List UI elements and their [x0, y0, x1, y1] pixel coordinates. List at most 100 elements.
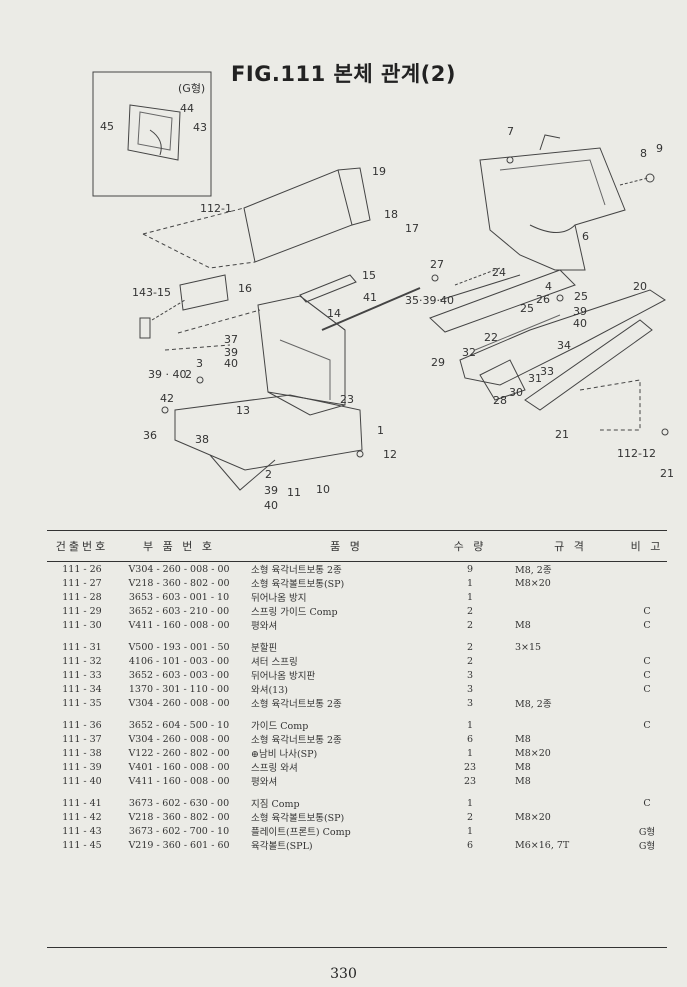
- page-number: 330: [330, 966, 357, 982]
- svg-text:18: 18: [384, 208, 398, 221]
- specification: M8: [515, 733, 531, 745]
- part-number-index: 111 - 42: [62, 811, 102, 823]
- svg-text:39: 39: [264, 484, 278, 497]
- remark: [627, 746, 667, 760]
- quantity: 1: [466, 747, 474, 759]
- svg-text:17: 17: [405, 222, 419, 235]
- col-header-note: 비 고: [627, 530, 667, 562]
- remark: [627, 696, 667, 710]
- col-header-name: 품 명: [241, 530, 443, 562]
- col-header-no: 건출번호: [47, 530, 117, 562]
- svg-text:34: 34: [557, 339, 571, 352]
- svg-text:39: 39: [573, 305, 587, 318]
- part-number-index: 111 - 41: [62, 797, 102, 809]
- specification: [497, 668, 627, 682]
- part-code: 3653 - 603 - 001 - 10: [128, 591, 230, 603]
- svg-text:25: 25: [574, 290, 588, 303]
- remark: [627, 576, 667, 590]
- svg-text:21: 21: [660, 467, 674, 480]
- quantity: 2: [466, 655, 474, 667]
- part-code: V304 - 260 - 008 - 00: [128, 733, 230, 745]
- remark: [627, 590, 667, 604]
- specification: M8: [515, 761, 531, 773]
- part-name: 뒤어나옴 방지판: [251, 671, 316, 682]
- part-number-index: 111 - 27: [62, 577, 102, 589]
- quantity: 1: [466, 825, 474, 837]
- remark: [627, 562, 667, 577]
- part-number-index: 111 - 35: [62, 697, 102, 709]
- part-code: V401 - 160 - 008 - 00: [128, 761, 230, 773]
- quantity: 1: [466, 591, 474, 603]
- svg-text:26: 26: [536, 293, 550, 306]
- specification: [497, 654, 627, 668]
- part-number-index: 111 - 39: [62, 761, 102, 773]
- quantity: 2: [466, 619, 474, 631]
- svg-text:12: 12: [383, 448, 397, 461]
- quantity: 2: [466, 811, 474, 823]
- col-header-qty: 수 량: [443, 530, 497, 562]
- quantity: 1: [466, 797, 474, 809]
- part-name: ⊕남비 나사(SP): [251, 749, 318, 760]
- svg-text:38: 38: [195, 433, 209, 446]
- remark: C: [643, 619, 651, 631]
- svg-text:35·39·40: 35·39·40: [405, 294, 454, 307]
- svg-text:36: 36: [143, 429, 157, 442]
- part-code: V304 - 260 - 008 - 00: [128, 697, 230, 709]
- part-name: 평와셔: [251, 621, 278, 632]
- part-name: 소형 육각볼트보통(SP): [251, 813, 345, 824]
- part-name: 소형 육각너트보통 2종: [251, 699, 342, 710]
- svg-text:29: 29: [431, 356, 445, 369]
- remark: G형: [638, 827, 656, 838]
- specification: [497, 604, 627, 618]
- remark: [627, 810, 667, 824]
- quantity: 3: [466, 697, 474, 709]
- part-code: 3652 - 603 - 003 - 00: [128, 669, 230, 681]
- svg-text:112-1: 112-1: [200, 202, 232, 215]
- specification: M8, 2종: [515, 699, 552, 710]
- quantity: 1: [466, 577, 474, 589]
- svg-text:28: 28: [493, 394, 507, 407]
- specification: [497, 824, 627, 838]
- specification: [497, 682, 627, 696]
- remark: [627, 732, 667, 746]
- col-header-part-no: 부 품 번 호: [117, 530, 241, 562]
- svg-text:27: 27: [430, 258, 444, 271]
- svg-text:1: 1: [377, 424, 384, 437]
- quantity: 23: [463, 775, 477, 787]
- part-number-index: 111 - 33: [62, 669, 102, 681]
- specification: M8×20: [515, 811, 551, 823]
- table-header-row: 건출번호 부 품 번 호 품 명 수 량 규 격 비 고: [47, 530, 667, 562]
- part-code: V304 - 260 - 008 - 00: [128, 563, 230, 575]
- svg-text:43: 43: [193, 121, 207, 134]
- part-code: 3652 - 604 - 500 - 10: [128, 719, 230, 731]
- part-number-index: 111 - 40: [62, 775, 102, 787]
- svg-text:8: 8: [640, 147, 647, 160]
- part-code: V411 - 160 - 008 - 00: [128, 619, 230, 631]
- remark: [627, 640, 667, 654]
- part-code: 3673 - 602 - 630 - 00: [128, 797, 230, 809]
- group-spacer: [47, 710, 667, 718]
- part-name: 셔터 스프링: [251, 657, 298, 668]
- svg-text:45: 45: [100, 120, 114, 133]
- svg-text:31: 31: [528, 372, 542, 385]
- part-number-index: 111 - 43: [62, 825, 102, 837]
- remark: C: [643, 683, 651, 695]
- remark: C: [643, 669, 651, 681]
- remark: G형: [638, 841, 656, 852]
- svg-text:11: 11: [287, 486, 301, 499]
- svg-text:24: 24: [492, 266, 506, 279]
- quantity: 23: [463, 761, 477, 773]
- part-name: 소형 육각볼트보통(SP): [251, 579, 345, 590]
- part-number-index: 111 - 36: [62, 719, 102, 731]
- svg-text:13: 13: [236, 404, 250, 417]
- svg-text:16: 16: [238, 282, 252, 295]
